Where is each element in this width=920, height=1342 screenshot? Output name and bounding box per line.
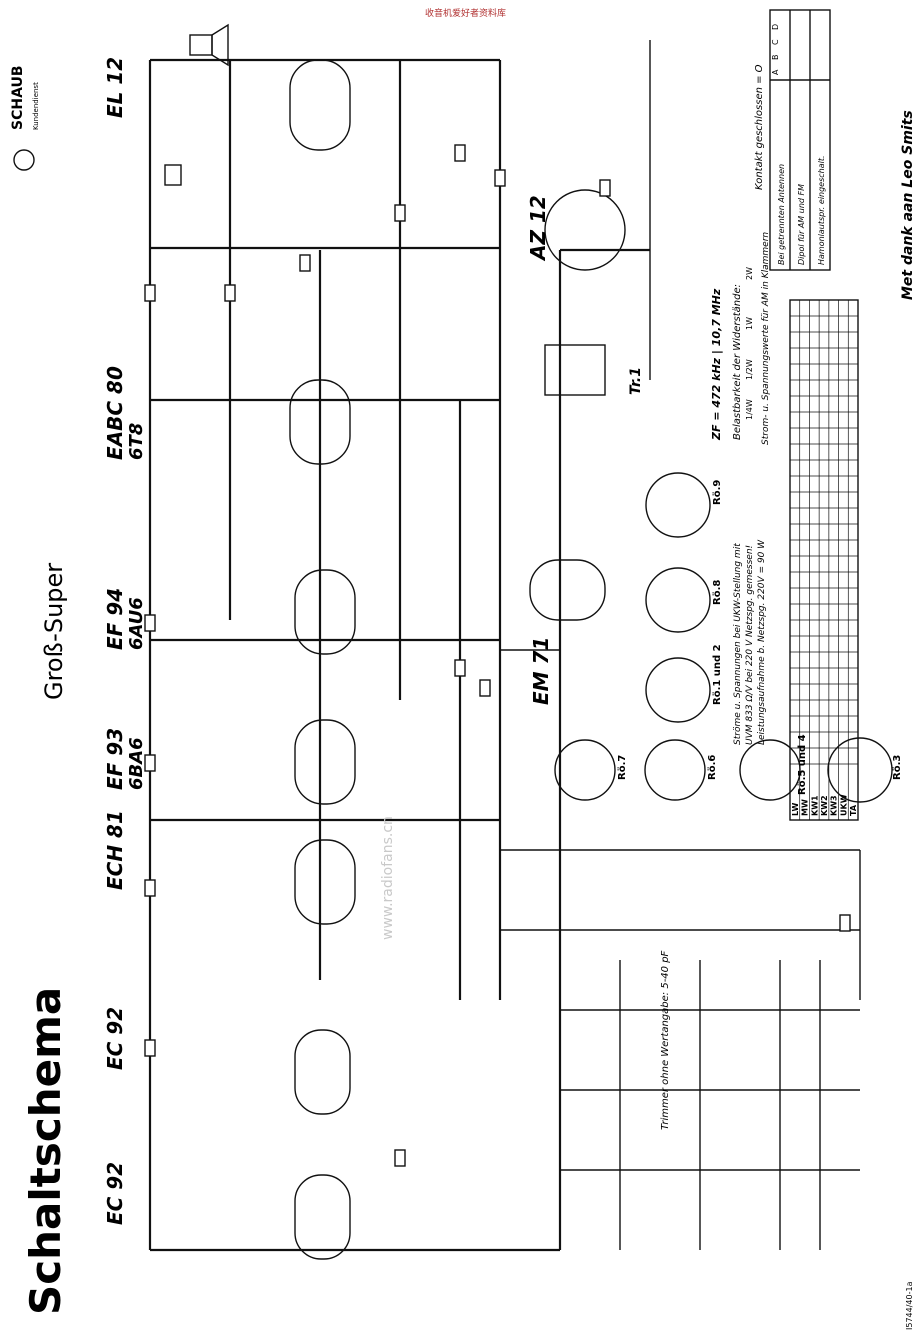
page-title: Schaltschema	[21, 987, 70, 1315]
socket-label-7: Rö.7	[617, 755, 628, 780]
tube-alt-6au6: 6AU6	[126, 597, 147, 650]
brand-logo-icon	[13, 149, 35, 171]
power-legend-one: 1W	[745, 317, 754, 330]
main-wiring	[148, 40, 861, 1252]
contact-legend-box	[769, 9, 831, 271]
speaker-icon	[164, 23, 229, 186]
voltage-note-1: Ströme u. Spannungen bei UKW-Stellung mi…	[733, 543, 743, 745]
tube-label-az12: AZ 12	[526, 195, 550, 262]
voltage-note-2: UVM 833 Ω/V bei 220 V Netzspg. gemessen!	[745, 545, 755, 745]
top-stamp: 收音机爱好者资料库	[425, 7, 506, 19]
legend-header-d: D	[771, 24, 780, 30]
components	[144, 144, 851, 1167]
tube-label-ec92-a: EC 92	[103, 1162, 127, 1225]
legend-header-b: B	[771, 55, 780, 61]
power-legend-half: 1/2W	[745, 359, 754, 380]
tube-sockets	[554, 472, 893, 803]
power-legend-two: 2W	[745, 267, 754, 280]
trimmer-note: Trimmer ohne Wertangabe: 5-40 pF	[660, 950, 671, 1130]
tube-label-ech81: ECH 81	[103, 810, 127, 890]
tube-label-em71: EM 71	[529, 637, 553, 705]
tube-alt-6t8: 6T8	[126, 423, 147, 460]
socket-label-1-2: Rö.1 und 2	[712, 644, 723, 705]
tube-label-el12: EL 12	[103, 57, 127, 118]
legend-header-c: C	[771, 39, 780, 45]
tube-alt-6ba6: 6BA6	[126, 737, 147, 790]
tube-label-ef94: EF 94	[103, 588, 127, 650]
switch-table-row-label: TA	[849, 804, 858, 816]
tube-label-eabc80: EABC 80	[103, 366, 127, 460]
switch-table-row-label: UKW	[839, 794, 848, 816]
brand-tagline: Kundendienst	[32, 82, 40, 130]
socket-label-9: Rö.9	[712, 480, 723, 505]
switch-table-row-label: LW	[791, 803, 800, 816]
tube-label-ec92-b: EC 92	[103, 1007, 127, 1070]
power-legend-quarter: 1/4W	[745, 399, 754, 420]
socket-label-8: Rö.8	[712, 580, 723, 605]
legend-header-a: A	[771, 69, 780, 75]
switch-table-row-label: MW	[801, 799, 810, 816]
switch-table-row-label: KW1	[810, 795, 819, 816]
tube-envelopes	[289, 59, 626, 1260]
switch-table-row-label: KW3	[830, 795, 839, 816]
socket-label-5-4: Rö.5 und 4	[797, 734, 808, 795]
tube-label-ef93: EF 93	[103, 728, 127, 790]
watermark: www.radiofans.cn	[380, 816, 396, 940]
footer-credit: Met dank aan Leo Smits	[900, 110, 916, 300]
legend-title: Kontakt geschlossen = O	[754, 64, 765, 190]
voltage-note-3: Leistungsaufnahme b. Netzspg. 220V = 90 …	[757, 539, 767, 745]
brand-name: SCHAUB	[10, 65, 26, 130]
socket-label-6: Rö.6	[707, 755, 718, 780]
labels: Schaltschema Groß-Super SCHAUB Kundendie…	[10, 7, 916, 1330]
transformer-label: Tr.1	[628, 367, 644, 395]
legend-item-1: Bei getrennten Antennen	[777, 164, 786, 265]
legend-item-3: Hamonlautspr. eingeschalt.	[817, 155, 826, 265]
current-note: Strom- u. Spannungswerte für AM in Klamm…	[761, 232, 771, 445]
page-subtitle: Groß-Super	[40, 563, 68, 700]
resistor-load-note: Belastbarkeit der Widerstände:	[732, 284, 743, 440]
switch-table-row-label: KW2	[820, 795, 829, 816]
footer-code: I5744/40-1a	[905, 1281, 914, 1330]
legend-item-2: Dipol für AM und FM	[797, 184, 806, 265]
socket-label-3: Rö.3	[892, 755, 903, 780]
if-frequency-note: ZF = 472 kHz | 10,7 MHz	[710, 288, 723, 441]
